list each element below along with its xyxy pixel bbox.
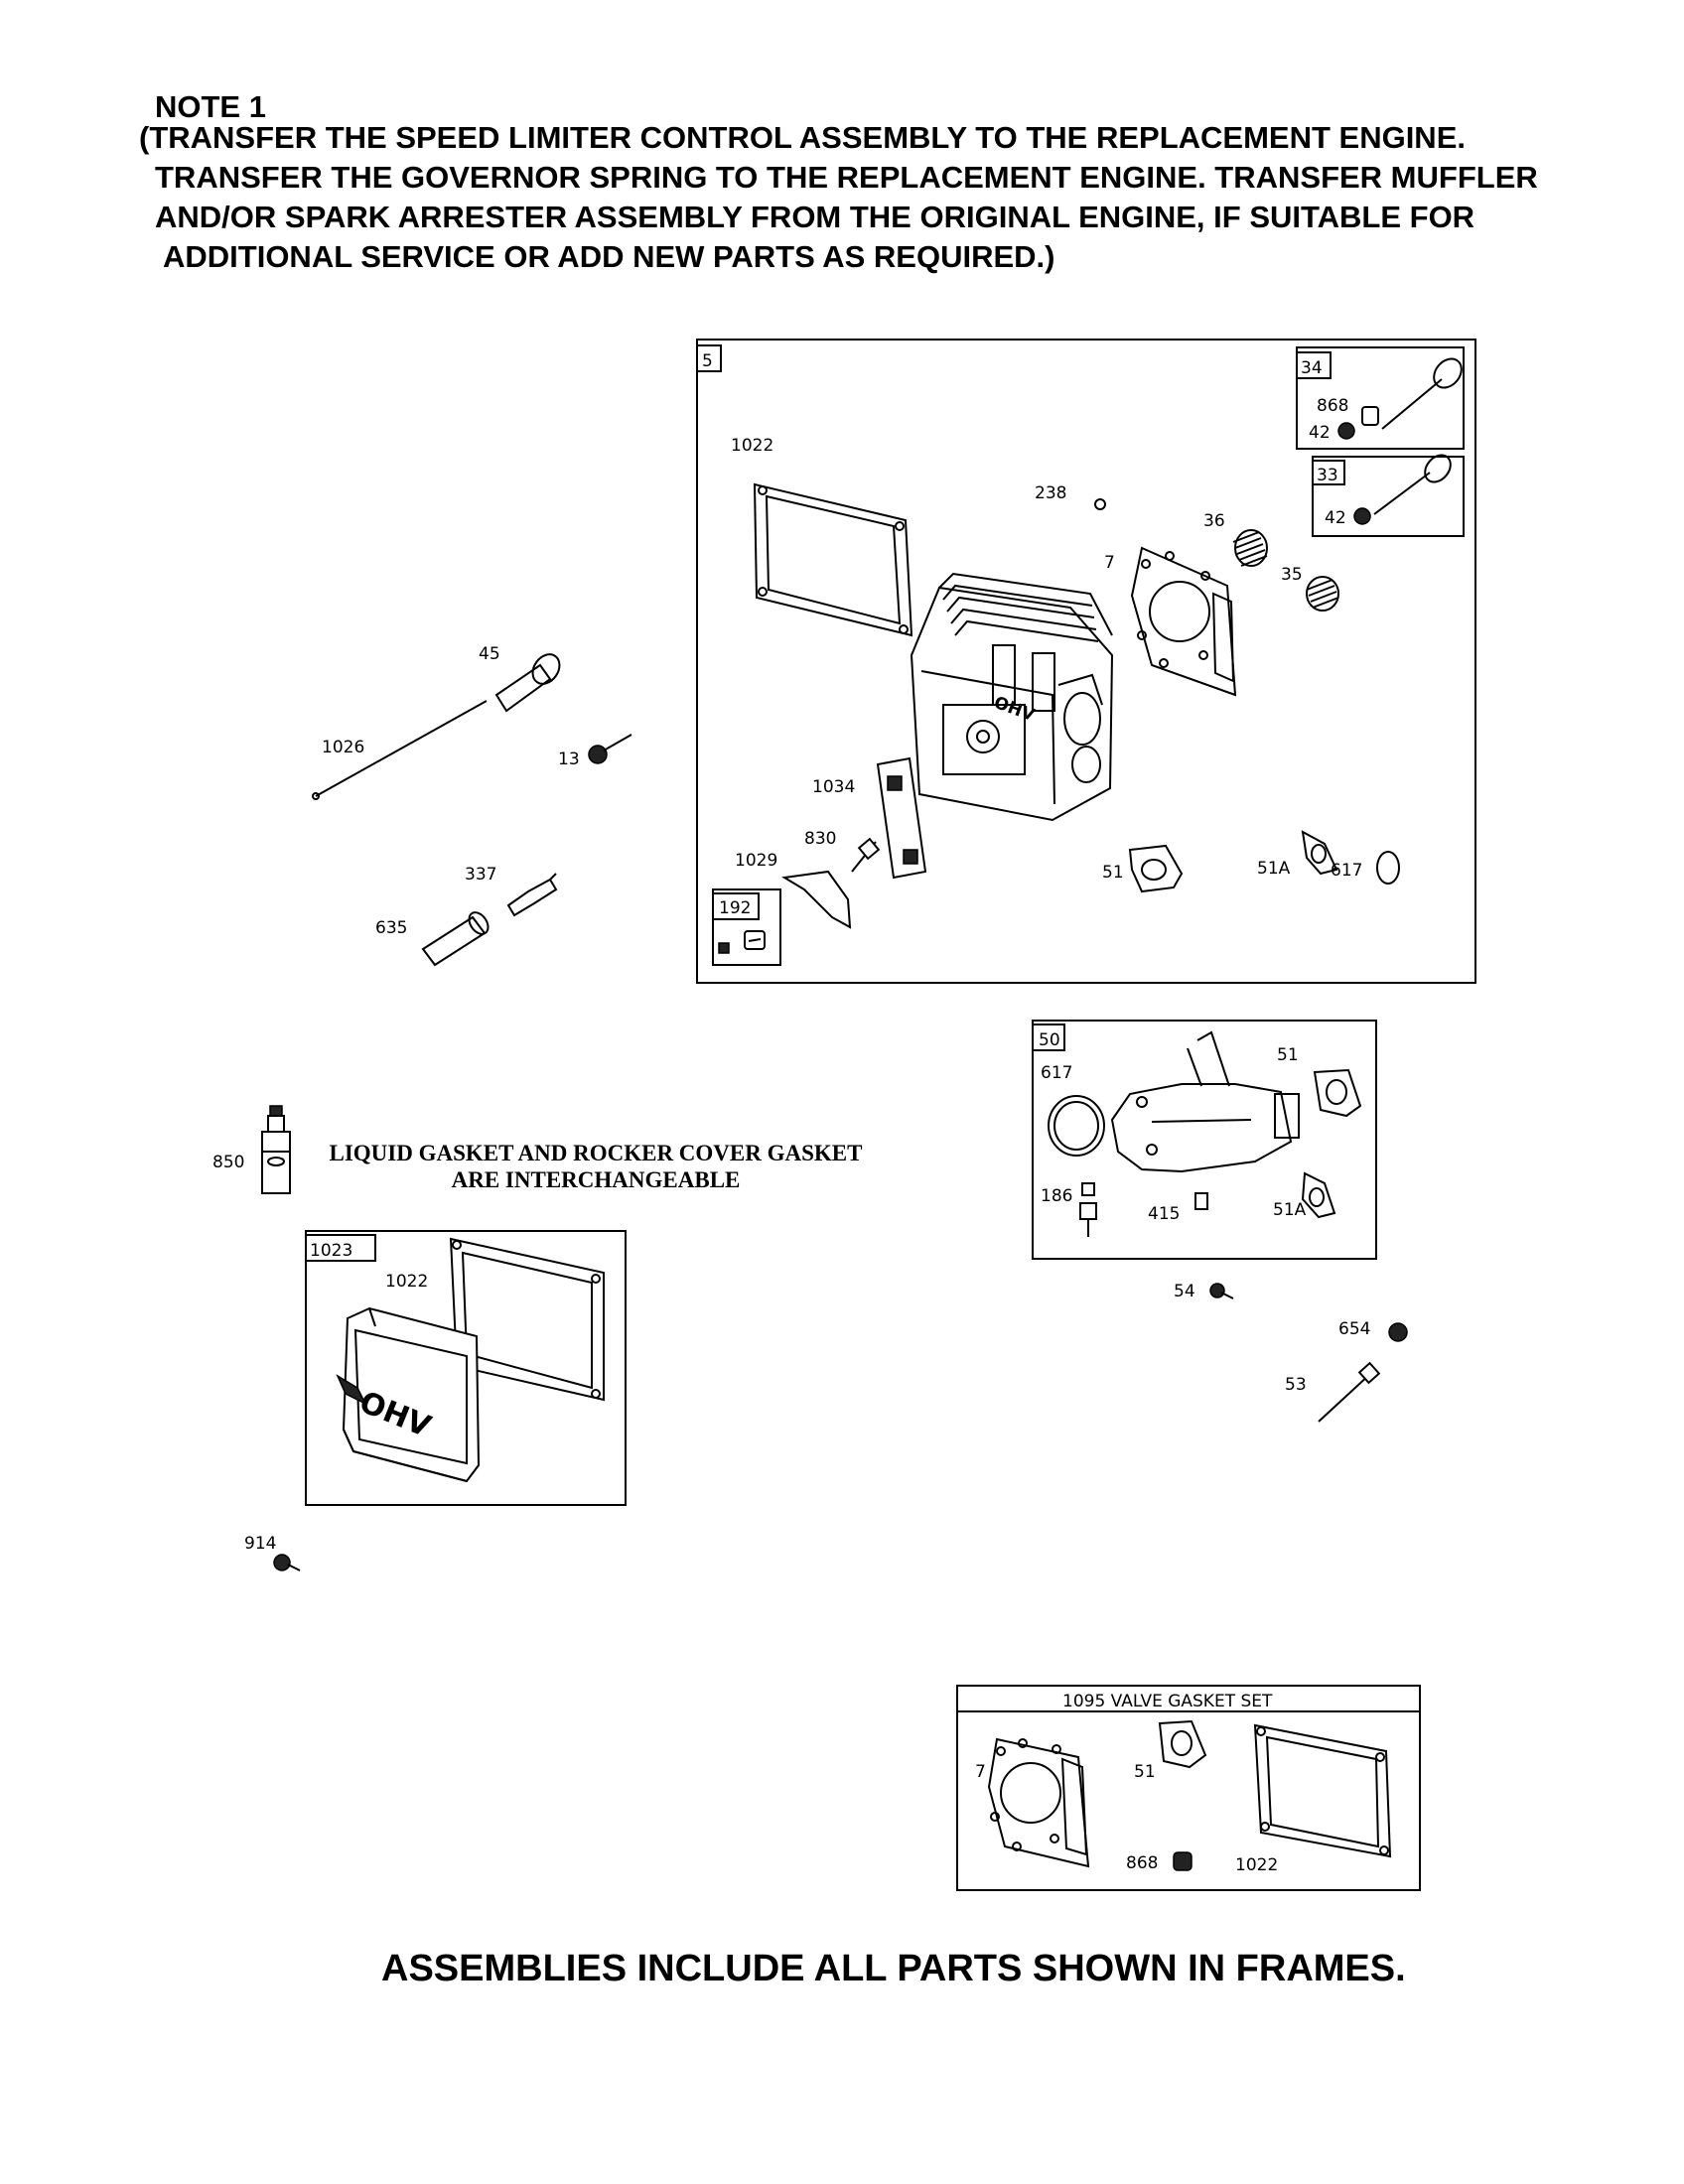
bolt-part — [744, 930, 766, 950]
frame-1095: 1095 VALVE GASKET SET 7 51 868 1022 — [956, 1685, 1421, 1891]
label-635: 635 — [375, 918, 407, 938]
label-1022: 1022 — [385, 1272, 428, 1292]
valve-spring-part — [1306, 576, 1339, 612]
frame-1095-label: 1095 VALVE GASKET SET — [1062, 1692, 1273, 1711]
intake-valve-part — [1373, 454, 1452, 515]
label-186: 186 — [1041, 1186, 1072, 1206]
note-line-4: ADDITIONAL SERVICE OR ADD NEW PARTS AS R… — [163, 239, 1055, 274]
label-1029: 1029 — [735, 851, 777, 871]
valve-retainer-part — [1353, 507, 1371, 525]
nut-part — [718, 942, 730, 954]
label-51: 51 — [1277, 1045, 1299, 1065]
label-868: 868 — [1126, 1853, 1158, 1873]
head-gasket-part — [987, 1737, 1090, 1868]
push-rod-part — [312, 700, 488, 800]
screw-part — [273, 1554, 301, 1571]
label-1034: 1034 — [812, 777, 855, 797]
label-415: 415 — [1148, 1204, 1180, 1224]
label-617: 617 — [1331, 861, 1362, 881]
liquid-gasket-note: LIQUID GASKET AND ROCKER COVER GASKET AR… — [318, 1140, 874, 1193]
rocker-cover-gasket-part — [1253, 1723, 1392, 1858]
frame-34-label: 34 — [1301, 358, 1323, 378]
label-868: 868 — [1317, 396, 1348, 416]
label-45: 45 — [479, 644, 500, 664]
cylinder-head-part — [910, 572, 1114, 822]
exhaust-gasket-part — [1301, 830, 1338, 876]
nut-part — [1388, 1322, 1408, 1342]
push-rod-guide-part — [494, 653, 561, 713]
exhaust-valve-part — [1381, 357, 1463, 430]
label-51: 51 — [1134, 1762, 1156, 1782]
label-54: 54 — [1174, 1282, 1195, 1301]
note-line-3: AND/OR SPARK ARRESTER ASSEMBLY FROM THE … — [155, 200, 1475, 234]
valve-retainer-part — [1337, 422, 1355, 440]
label-13: 13 — [558, 750, 580, 769]
frame-192-label: 192 — [719, 898, 751, 918]
assemblies-footer: ASSEMBLIES INCLUDE ALL PARTS SHOWN IN FR… — [381, 1948, 1406, 1989]
frame-5-label: 5 — [702, 351, 713, 371]
label-654: 654 — [1338, 1319, 1370, 1339]
liquid-gasket-tube-part — [261, 1105, 291, 1194]
label-1022: 1022 — [731, 436, 773, 456]
frame-1023-label: 1023 — [310, 1241, 352, 1261]
label-1026: 1026 — [322, 738, 364, 757]
stud-part — [1318, 1361, 1381, 1423]
label-337: 337 — [465, 865, 496, 885]
breather-plate-part — [876, 756, 927, 880]
label-36: 36 — [1203, 511, 1225, 531]
rocker-cover-part — [336, 1306, 481, 1483]
label-7: 7 — [1104, 553, 1115, 573]
label-850: 850 — [212, 1153, 244, 1172]
plug-part — [1194, 1192, 1208, 1210]
screw-part — [588, 734, 632, 764]
label-35: 35 — [1281, 565, 1303, 585]
label-53: 53 — [1285, 1375, 1307, 1395]
o-ring-part — [1376, 851, 1400, 885]
fitting-part — [1079, 1182, 1097, 1237]
dowel-pin-part — [1094, 498, 1106, 510]
label-914: 914 — [244, 1534, 276, 1554]
frame-33-label: 33 — [1317, 466, 1338, 485]
note-line-1: (TRANSFER THE SPEED LIMITER CONTROL ASSE… — [139, 120, 1466, 155]
stud-part — [851, 837, 881, 873]
label-51: 51 — [1102, 863, 1124, 883]
label-238: 238 — [1035, 483, 1066, 503]
valve-spring-part — [1232, 529, 1268, 567]
spark-plug-boot-part — [421, 911, 490, 967]
intake-gasket-part — [1313, 1068, 1362, 1118]
note-title: NOTE 1 — [155, 89, 266, 124]
deflector-part — [781, 870, 852, 929]
label-1022: 1022 — [1235, 1855, 1278, 1875]
label-51A: 51A — [1273, 1200, 1307, 1220]
rocker-cover-gasket-part — [449, 1237, 605, 1402]
label-42: 42 — [1309, 423, 1331, 443]
label-617: 617 — [1041, 1063, 1072, 1083]
frame-1023: 1023 1022 OHV — [305, 1230, 627, 1506]
label-830: 830 — [804, 829, 836, 849]
spark-plug-part — [506, 873, 558, 917]
intake-elbow-part — [1110, 1030, 1300, 1173]
liquid-gasket-line-1: LIQUID GASKET AND ROCKER COVER GASKET — [329, 1141, 863, 1165]
label-7: 7 — [975, 1762, 986, 1782]
valve-seal-part — [1173, 1851, 1193, 1871]
exhaust-gasket-part — [1301, 1171, 1336, 1219]
frame-50-label: 50 — [1039, 1030, 1060, 1050]
frame-5: 5 34 868 42 33 42 1022 — [696, 339, 1476, 984]
o-ring-part — [1048, 1095, 1105, 1157]
rocker-cover-gasket-part — [753, 482, 913, 637]
intake-gasket-part — [1158, 1719, 1207, 1769]
head-gasket-part — [1130, 546, 1237, 697]
intake-gasket-part — [1128, 844, 1184, 893]
frame-50: 50 617 51 186 415 — [1032, 1020, 1377, 1260]
label-42: 42 — [1325, 508, 1346, 528]
liquid-gasket-line-2: ARE INTERCHANGEABLE — [451, 1167, 741, 1192]
note-line-2: TRANSFER THE GOVERNOR SPRING TO THE REPL… — [155, 160, 1538, 195]
label-51A: 51A — [1257, 859, 1291, 879]
valve-seal-part — [1361, 406, 1379, 426]
screw-part — [1209, 1283, 1234, 1299]
